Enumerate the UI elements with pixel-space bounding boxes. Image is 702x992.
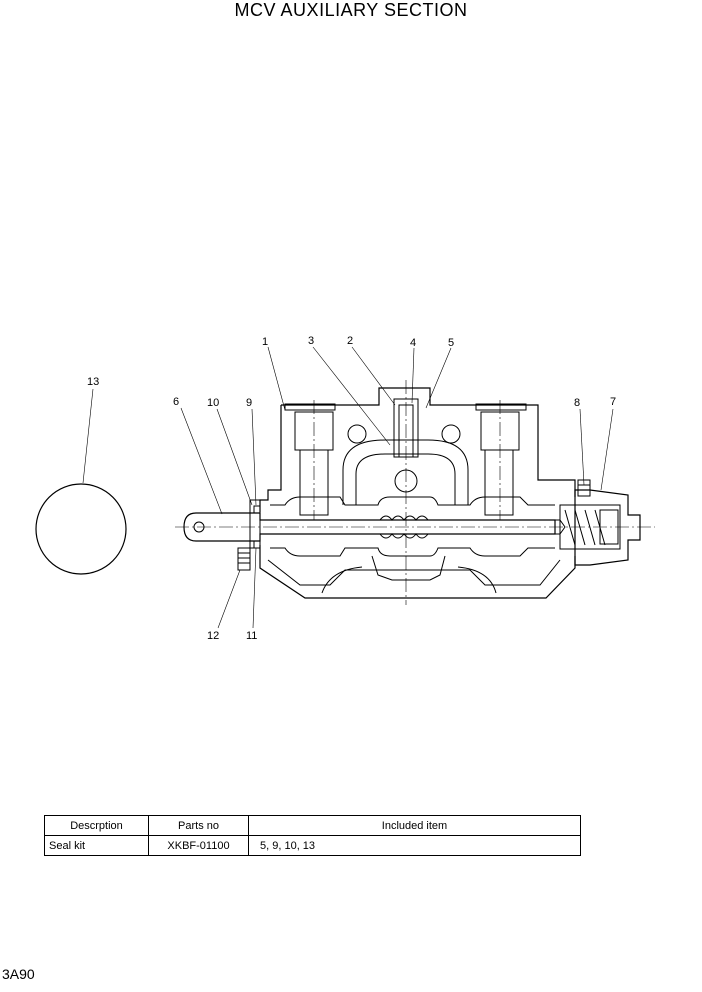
header-included-item: Included item bbox=[248, 815, 581, 836]
callout-5: 5 bbox=[448, 337, 454, 349]
callout-11: 11 bbox=[246, 630, 257, 642]
header-description: Descrption bbox=[44, 815, 149, 836]
callout-13: 13 bbox=[87, 376, 99, 388]
callout-10: 10 bbox=[207, 397, 219, 409]
parts-table-header: Descrption Parts no Included item bbox=[44, 815, 581, 836]
callout-9: 9 bbox=[246, 397, 252, 409]
leader-lines bbox=[82, 346, 614, 629]
callout-7: 7 bbox=[610, 396, 616, 408]
callout-8: 8 bbox=[574, 397, 580, 409]
spool-bore-bottom bbox=[270, 547, 555, 557]
body-lower-inner bbox=[267, 559, 561, 586]
centerlines bbox=[175, 380, 655, 605]
body-lower-arc-right bbox=[457, 566, 497, 594]
bolt-12 bbox=[237, 547, 251, 571]
cell-description: Seal kit bbox=[44, 835, 149, 856]
bolt-12-thread bbox=[238, 552, 250, 564]
passage-right bbox=[484, 449, 514, 516]
bolt-hole-right bbox=[441, 424, 461, 444]
bridge-passage-outer bbox=[342, 439, 469, 505]
callout-3: 3 bbox=[308, 335, 314, 347]
spool-end-nut bbox=[545, 519, 566, 535]
table-row: Seal kit XKBF-01100 5, 9, 10, 13 bbox=[44, 835, 581, 856]
bridge-passage-inner bbox=[355, 453, 456, 505]
bolt-hole-left bbox=[347, 424, 367, 444]
spring-cap-7 bbox=[574, 489, 641, 566]
wiper-9 bbox=[253, 505, 261, 514]
plug-cap-right bbox=[475, 403, 527, 411]
cell-included-item: 5, 9, 10, 13 bbox=[248, 835, 581, 856]
o-ring-13 bbox=[35, 483, 127, 575]
page-title: MCV AUXILIARY SECTION bbox=[234, 0, 468, 20]
callout-12: 12 bbox=[207, 630, 219, 642]
callout-1: 1 bbox=[262, 336, 268, 348]
oring-10 bbox=[253, 540, 261, 549]
plug-cap-left bbox=[284, 403, 336, 411]
spool-grooves bbox=[379, 515, 429, 539]
cell-parts-no: XKBF-01100 bbox=[148, 835, 249, 856]
callout-6: 6 bbox=[173, 396, 179, 408]
page-code: 3A90 bbox=[2, 966, 35, 982]
spring-coil bbox=[564, 509, 606, 546]
body-lower-arc-left bbox=[321, 566, 363, 594]
callout-4: 4 bbox=[410, 337, 416, 349]
spool-bore-top bbox=[270, 496, 555, 506]
bolt-8-thread bbox=[578, 484, 590, 491]
parts-table: Descrption Parts no Included item Seal k… bbox=[44, 815, 581, 856]
spool-6 bbox=[183, 512, 556, 542]
header-parts-no: Parts no bbox=[148, 815, 249, 836]
callout-2: 2 bbox=[347, 335, 353, 347]
body-lower-bump bbox=[371, 555, 446, 581]
